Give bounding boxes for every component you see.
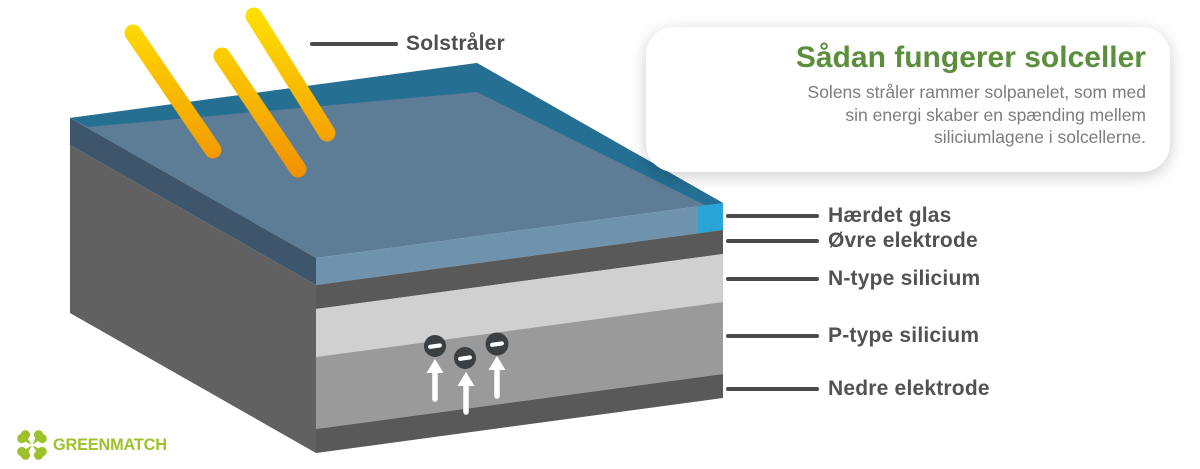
- glass-left-face: [70, 118, 316, 285]
- brand-name: GREENMATCH: [53, 435, 167, 454]
- layer-front-n-type: [316, 254, 723, 357]
- sun-ray-icon: [124, 24, 222, 159]
- panel-left-side: [70, 145, 316, 453]
- up-arrow-icon: [457, 372, 475, 415]
- sun-ray-icon: [245, 7, 336, 142]
- layer-label-nedre-elektrode: Nedre elektrode: [828, 377, 990, 400]
- sun-rays-label: Solstråler: [406, 32, 505, 55]
- up-arrow-icon: [488, 356, 506, 399]
- page-title: Sådan fungerer solceller: [795, 41, 1146, 74]
- up-arrow-icon: [426, 359, 444, 402]
- electron: [424, 335, 446, 357]
- electron-group: [424, 332, 509, 369]
- sun-rays: [124, 7, 336, 178]
- layer-front-haerdet-glas: [316, 203, 723, 285]
- info-card-line: Solens stråler rammer solpanelet, som me…: [807, 82, 1146, 102]
- glass-edge-highlight: [698, 203, 723, 234]
- layer-label-p-type: P-type silicium: [828, 324, 980, 347]
- layer-front-p-type: [316, 302, 723, 429]
- electron: [485, 332, 509, 356]
- info-card-line: sin energi skaber en spænding mellem: [845, 104, 1146, 125]
- pointer-lines: [310, 42, 819, 391]
- electron: [454, 347, 476, 369]
- layer-front-nedre-elektrode: [316, 374, 723, 453]
- brand-logo: GREENMATCH: [16, 428, 172, 462]
- info-card-line: siliciumlagene i solcellerne.: [933, 127, 1146, 147]
- layer-label-oevre-elektrode: Øvre elektrode: [828, 229, 978, 252]
- info-card-body: Solens stråler rammer solpanelet, som me…: [670, 81, 1146, 149]
- layer-label-haerdet-glas: Hærdet glas: [828, 204, 952, 227]
- clover-icon: [17, 430, 47, 460]
- info-card: Sådan fungerer solceller Solens stråler …: [646, 27, 1170, 172]
- layer-label-n-type: N-type silicium: [828, 267, 981, 290]
- sun-ray-icon: [213, 47, 307, 178]
- glass-frame: [70, 63, 723, 208]
- electron-flow-arrows: [426, 356, 506, 415]
- layer-front-oevre-elektrode: [316, 230, 723, 309]
